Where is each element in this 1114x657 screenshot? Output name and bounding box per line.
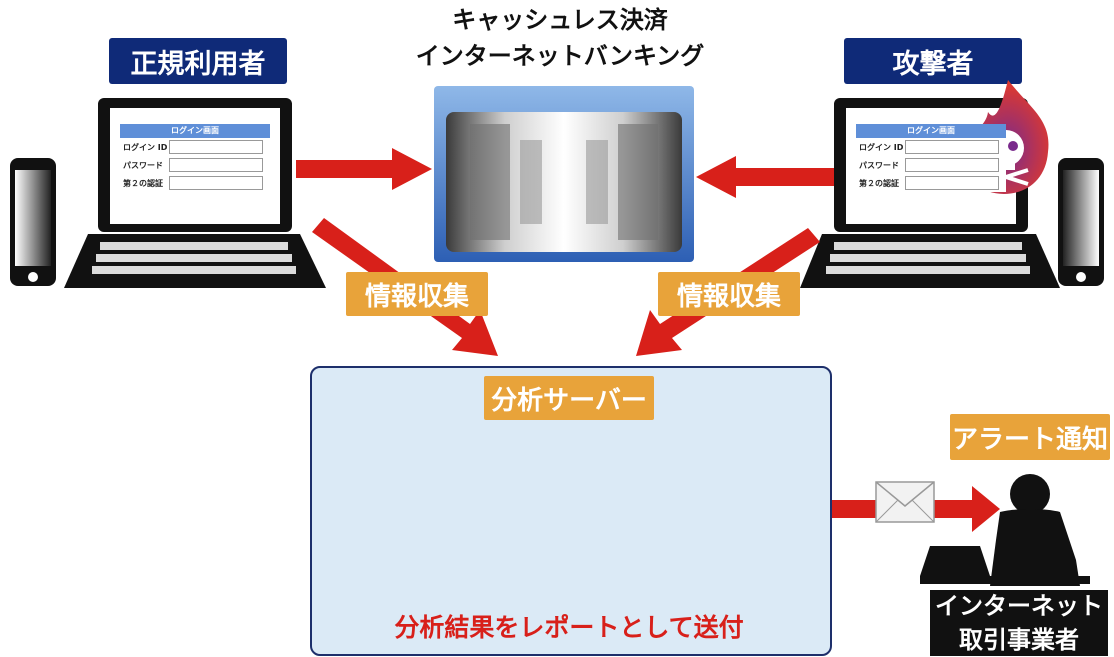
form-label-password: パスワード (123, 160, 163, 170)
form-label-second-auth: 第２の認証 (123, 178, 163, 188)
form-label-login-id: ログイン ID (123, 142, 168, 152)
system-title: キャッシュレス決済 インターネットバンキング (400, 2, 720, 74)
form-row-second-auth: 第２の認証 (856, 174, 1006, 192)
form-row-second-auth: 第２の認証 (120, 174, 270, 192)
form-row-password: パスワード (856, 156, 1006, 174)
password-field[interactable] (905, 158, 999, 172)
alert-notification-label: アラート通知 (950, 414, 1110, 460)
attacker-label: 攻撃者 (844, 38, 1022, 84)
second-auth-field[interactable] (905, 176, 999, 190)
password-field[interactable] (169, 158, 263, 172)
login-form-title: ログイン画面 (120, 124, 270, 138)
operator-label-line-1: インターネット (935, 592, 1103, 620)
legit-login-form: ログイン画面 ログイン ID パスワード 第２の認証 (120, 124, 270, 192)
operator-label: インターネット 取引事業者 (930, 590, 1108, 656)
title-line-2: インターネットバンキング (415, 42, 705, 70)
login-id-field[interactable] (905, 140, 999, 154)
arrow-attacker-to-datacenter (696, 156, 834, 198)
report-text: 分析結果をレポートとして送付 (394, 613, 744, 642)
info-collection-label-right: 情報収集 (658, 272, 800, 316)
envelope-icon (875, 481, 935, 523)
legit-user-label: 正規利用者 (109, 38, 287, 84)
login-form-title: ログイン画面 (856, 124, 1006, 138)
login-id-field[interactable] (169, 140, 263, 154)
form-row-login-id: ログイン ID (120, 138, 270, 156)
datacenter-image (434, 86, 694, 262)
form-label-second-auth: 第２の認証 (859, 178, 899, 188)
form-label-password: パスワード (859, 160, 899, 170)
analysis-server-label: 分析サーバー (484, 376, 654, 420)
operator-person-icon (920, 474, 1090, 586)
attacker-login-form: ログイン画面 ログイン ID パスワード 第２の認証 (856, 124, 1006, 192)
info-collection-label-left: 情報収集 (346, 272, 488, 316)
form-label-login-id: ログイン ID (859, 142, 904, 152)
arrow-legit-to-datacenter (296, 148, 432, 190)
right-phone-icon (1058, 158, 1104, 286)
left-phone-icon (10, 158, 56, 286)
operator-label-line-2: 取引事業者 (959, 626, 1079, 654)
form-row-password: パスワード (120, 156, 270, 174)
form-row-login-id: ログイン ID (856, 138, 1006, 156)
title-line-1: キャッシュレス決済 (452, 6, 668, 34)
second-auth-field[interactable] (169, 176, 263, 190)
